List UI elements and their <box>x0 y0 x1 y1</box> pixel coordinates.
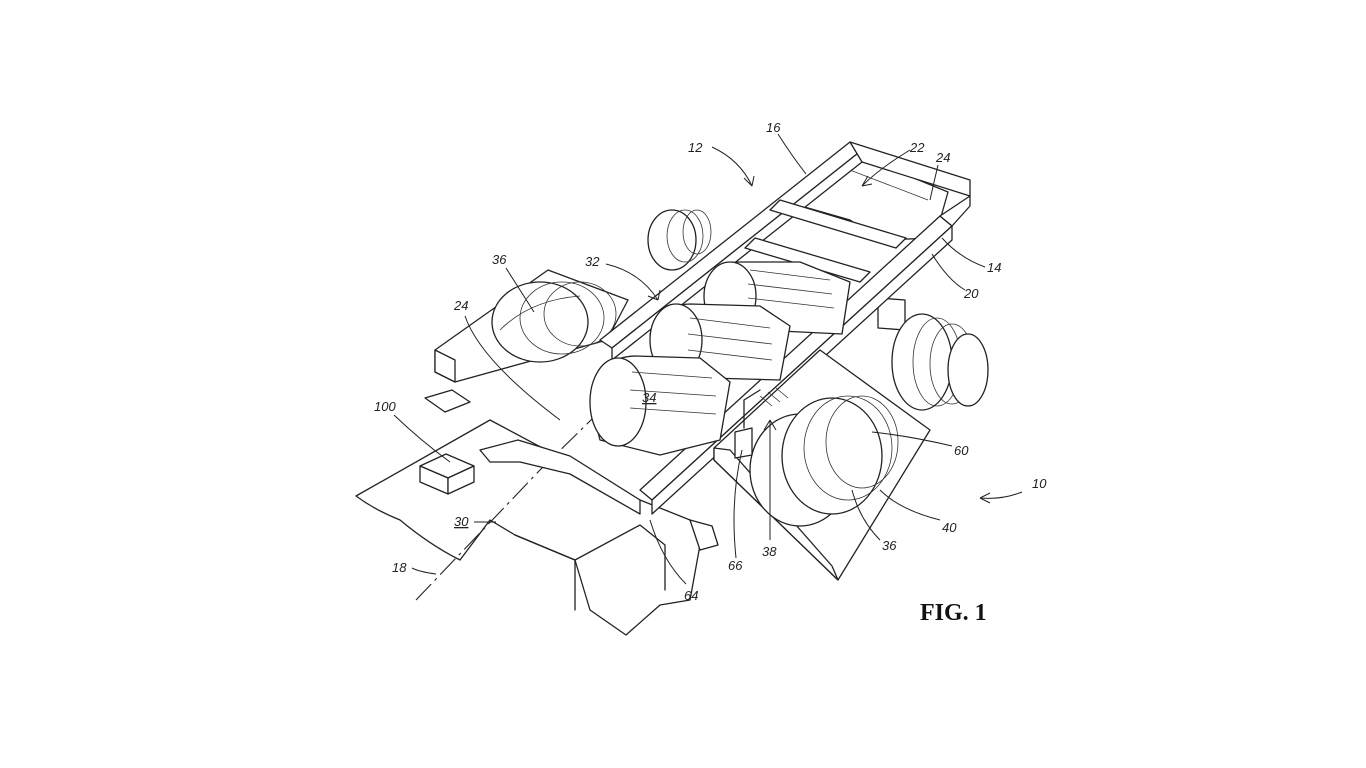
vehicle-frame-drawing <box>355 141 989 636</box>
floor-tab-left <box>424 389 471 413</box>
front-axle-right-wheel <box>877 297 989 411</box>
rear-axle-left-wheel <box>647 209 712 271</box>
ref-label-24b: 24 <box>453 298 468 313</box>
ref-label-66: 66 <box>728 558 743 573</box>
tank-pod-left <box>434 269 629 383</box>
ref-label-38: 38 <box>762 544 777 559</box>
ref-label-12: 12 <box>688 140 703 155</box>
ref-label-36b: 36 <box>882 538 897 553</box>
ref-label-10: 10 <box>1032 476 1047 491</box>
ref-label-18: 18 <box>392 560 407 575</box>
ref-label-16: 16 <box>766 120 781 135</box>
floor-panel <box>355 419 701 636</box>
tank-bracket <box>479 439 641 515</box>
ref-label-30: 30 <box>454 514 469 529</box>
ref-label-64: 64 <box>684 588 698 603</box>
ref-label-36a: 36 <box>492 252 507 267</box>
ref-label-24a: 24 <box>935 150 950 165</box>
leader-lines <box>393 133 1023 585</box>
tank-pod-right <box>713 349 931 581</box>
figure-caption: FIG. 1 <box>920 600 987 626</box>
floor-tab-right <box>689 519 719 551</box>
ref-label-100: 100 <box>374 399 396 414</box>
ref-label-14: 14 <box>987 260 1001 275</box>
ref-label-40: 40 <box>942 520 957 535</box>
ref-label-60: 60 <box>954 443 969 458</box>
ref-label-20: 20 <box>963 286 979 301</box>
floor-step <box>514 524 666 611</box>
ref-label-34: 34 <box>642 390 656 405</box>
ref-label-32: 32 <box>585 254 600 269</box>
control-box <box>419 453 475 495</box>
ref-label-22: 22 <box>909 140 925 155</box>
gas-tanks <box>589 261 851 456</box>
